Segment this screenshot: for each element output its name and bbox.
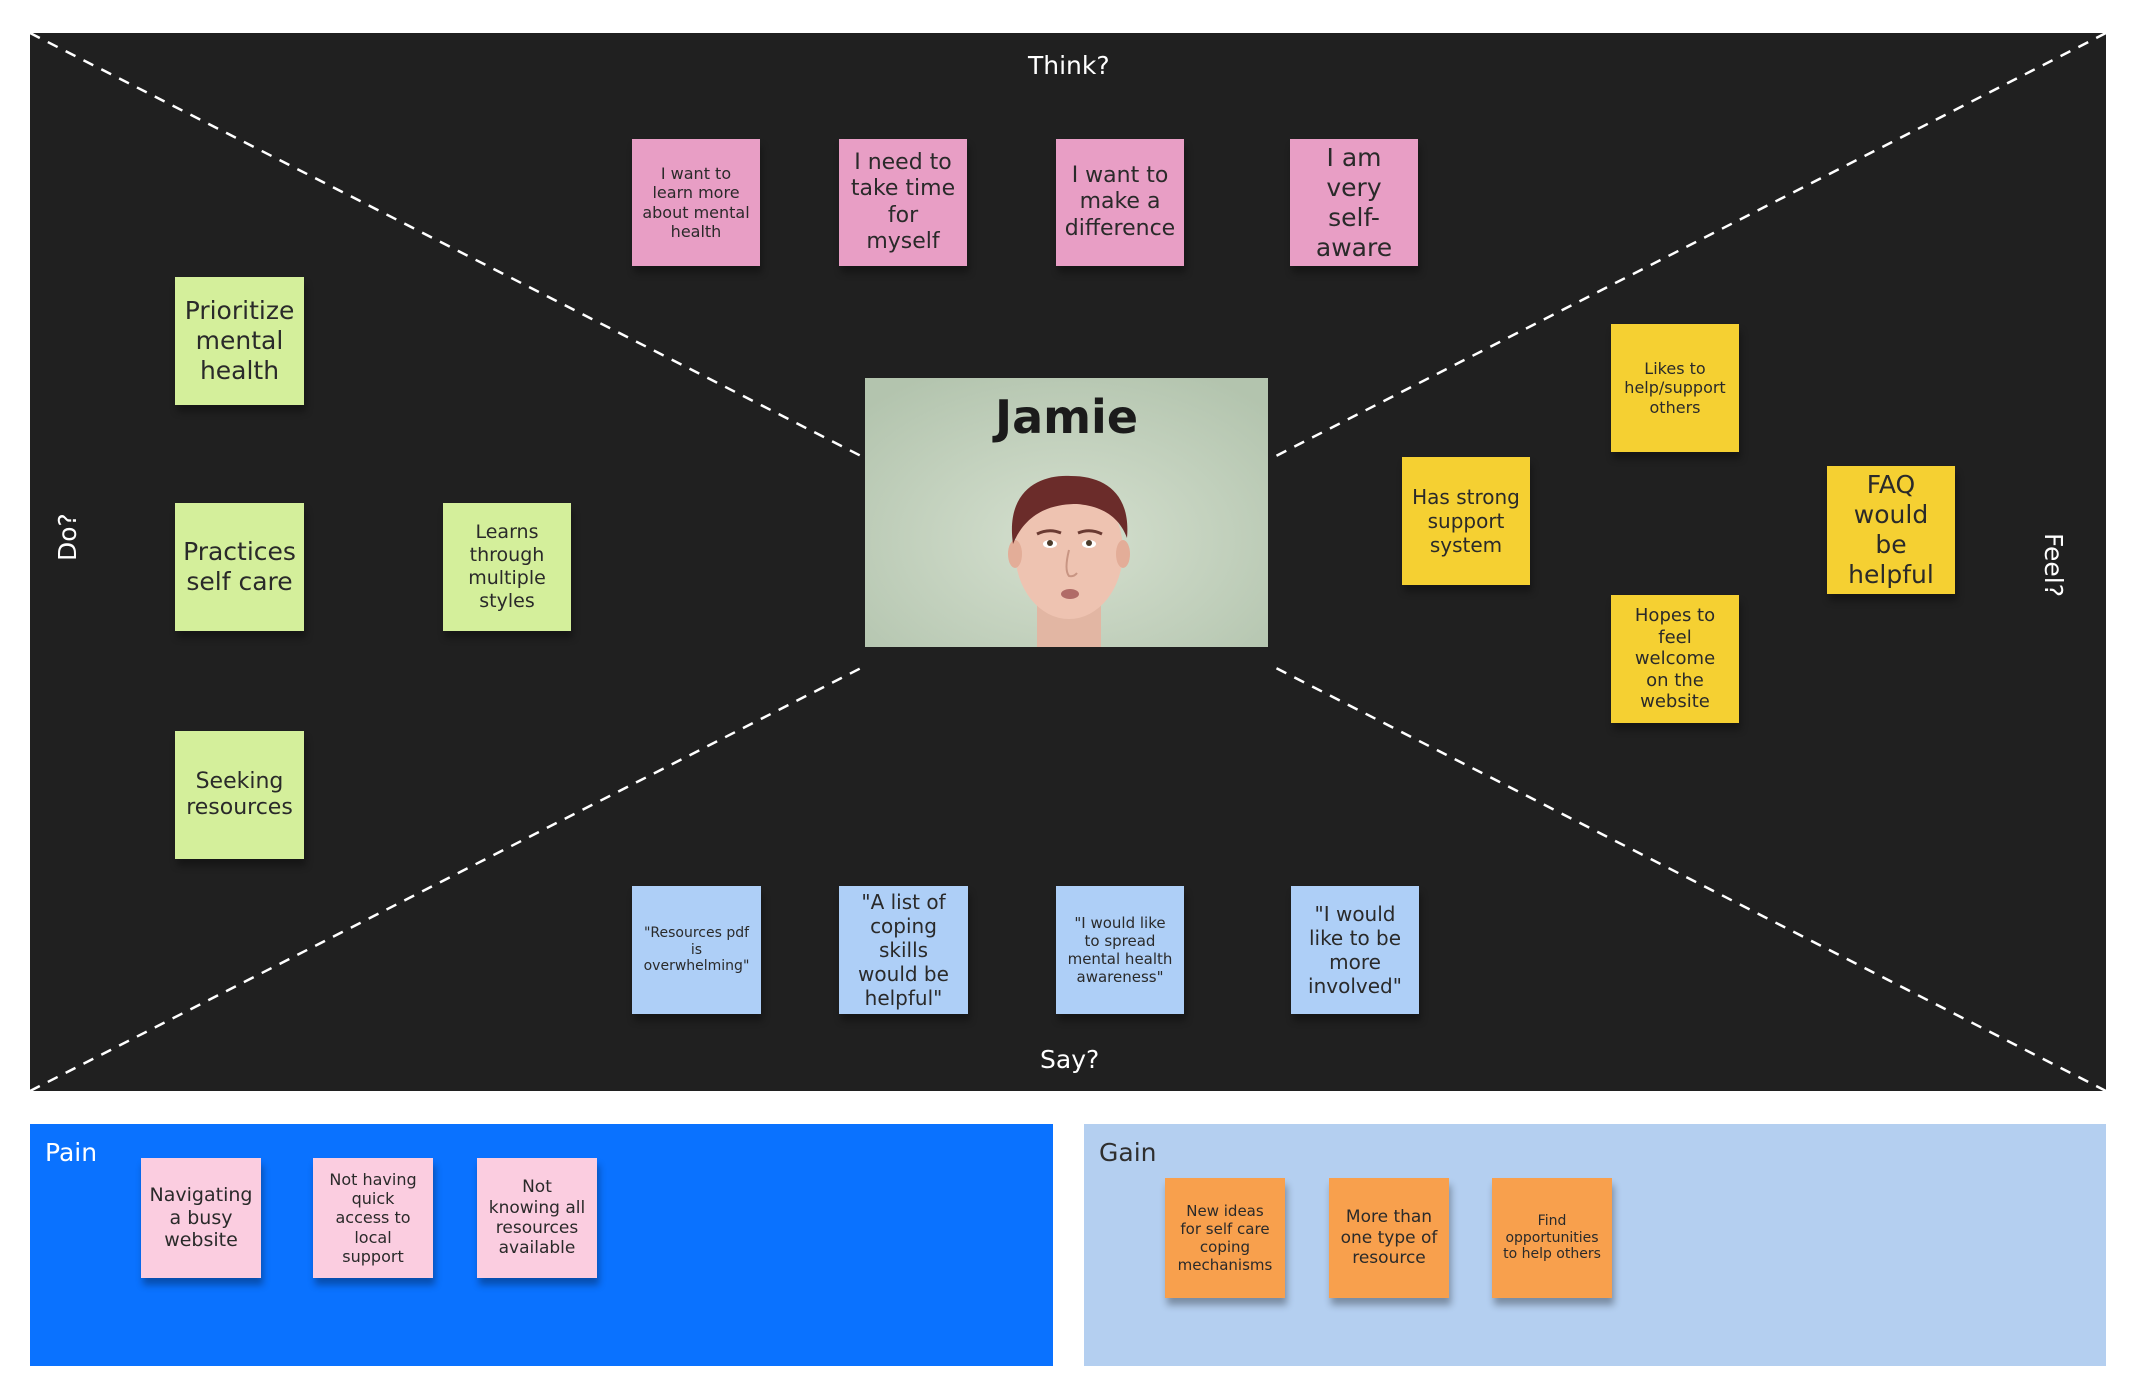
feel-label: Feel?	[2039, 533, 2068, 597]
say-label: Say?	[1040, 1045, 1100, 1074]
do-label: Do?	[53, 513, 82, 561]
gain-title: Gain	[1099, 1138, 1157, 1167]
do-note[interactable]: Prioritize mental health	[175, 277, 304, 405]
pain-note[interactable]: Not knowing all resources available	[477, 1158, 597, 1278]
empathy-map-board: Think? Say? Do? Feel? I want to learn mo…	[30, 33, 2106, 1091]
do-note[interactable]: Learns through multiple styles	[443, 503, 571, 631]
gain-note[interactable]: Find opportunities to help others	[1492, 1178, 1612, 1298]
think-label: Think?	[1028, 51, 1110, 80]
persona-card[interactable]: Jamie	[865, 378, 1268, 647]
persona-portrait	[865, 378, 1268, 647]
feel-note[interactable]: FAQ would be helpful	[1827, 466, 1955, 594]
gain-note[interactable]: New ideas for self care coping mechanism…	[1165, 1178, 1285, 1298]
gain-note[interactable]: More than one type of resource	[1329, 1178, 1449, 1298]
quadrant-dividers	[30, 33, 2106, 1091]
pain-note[interactable]: Not having quick access to local support	[313, 1158, 433, 1278]
say-note[interactable]: "I would like to spread mental health aw…	[1056, 886, 1184, 1014]
do-note[interactable]: Seeking resources	[175, 731, 304, 859]
feel-note[interactable]: Hopes to feel welcome on the website	[1611, 595, 1739, 723]
think-note[interactable]: I want to learn more about mental health	[632, 139, 760, 266]
think-note[interactable]: I want to make a difference	[1056, 139, 1184, 266]
say-note[interactable]: "A list of coping skills would be helpfu…	[839, 886, 968, 1014]
pain-panel: Pain Navigating a busy website Not havin…	[30, 1124, 1053, 1366]
say-note[interactable]: "I would like to be more involved"	[1291, 886, 1419, 1014]
persona-name: Jamie	[994, 390, 1139, 444]
pain-note[interactable]: Navigating a busy website	[141, 1158, 261, 1278]
think-note[interactable]: I am very self-aware	[1290, 139, 1418, 266]
say-note[interactable]: "Resources pdf is overwhelming"	[632, 886, 761, 1014]
feel-note[interactable]: Likes to help/support others	[1611, 324, 1739, 452]
gain-panel: Gain New ideas for self care coping mech…	[1084, 1124, 2106, 1366]
think-note[interactable]: I need to take time for myself	[839, 139, 967, 266]
pain-title: Pain	[45, 1138, 98, 1167]
feel-note[interactable]: Has strong support system	[1402, 457, 1530, 585]
do-note[interactable]: Practices self care	[175, 503, 304, 631]
